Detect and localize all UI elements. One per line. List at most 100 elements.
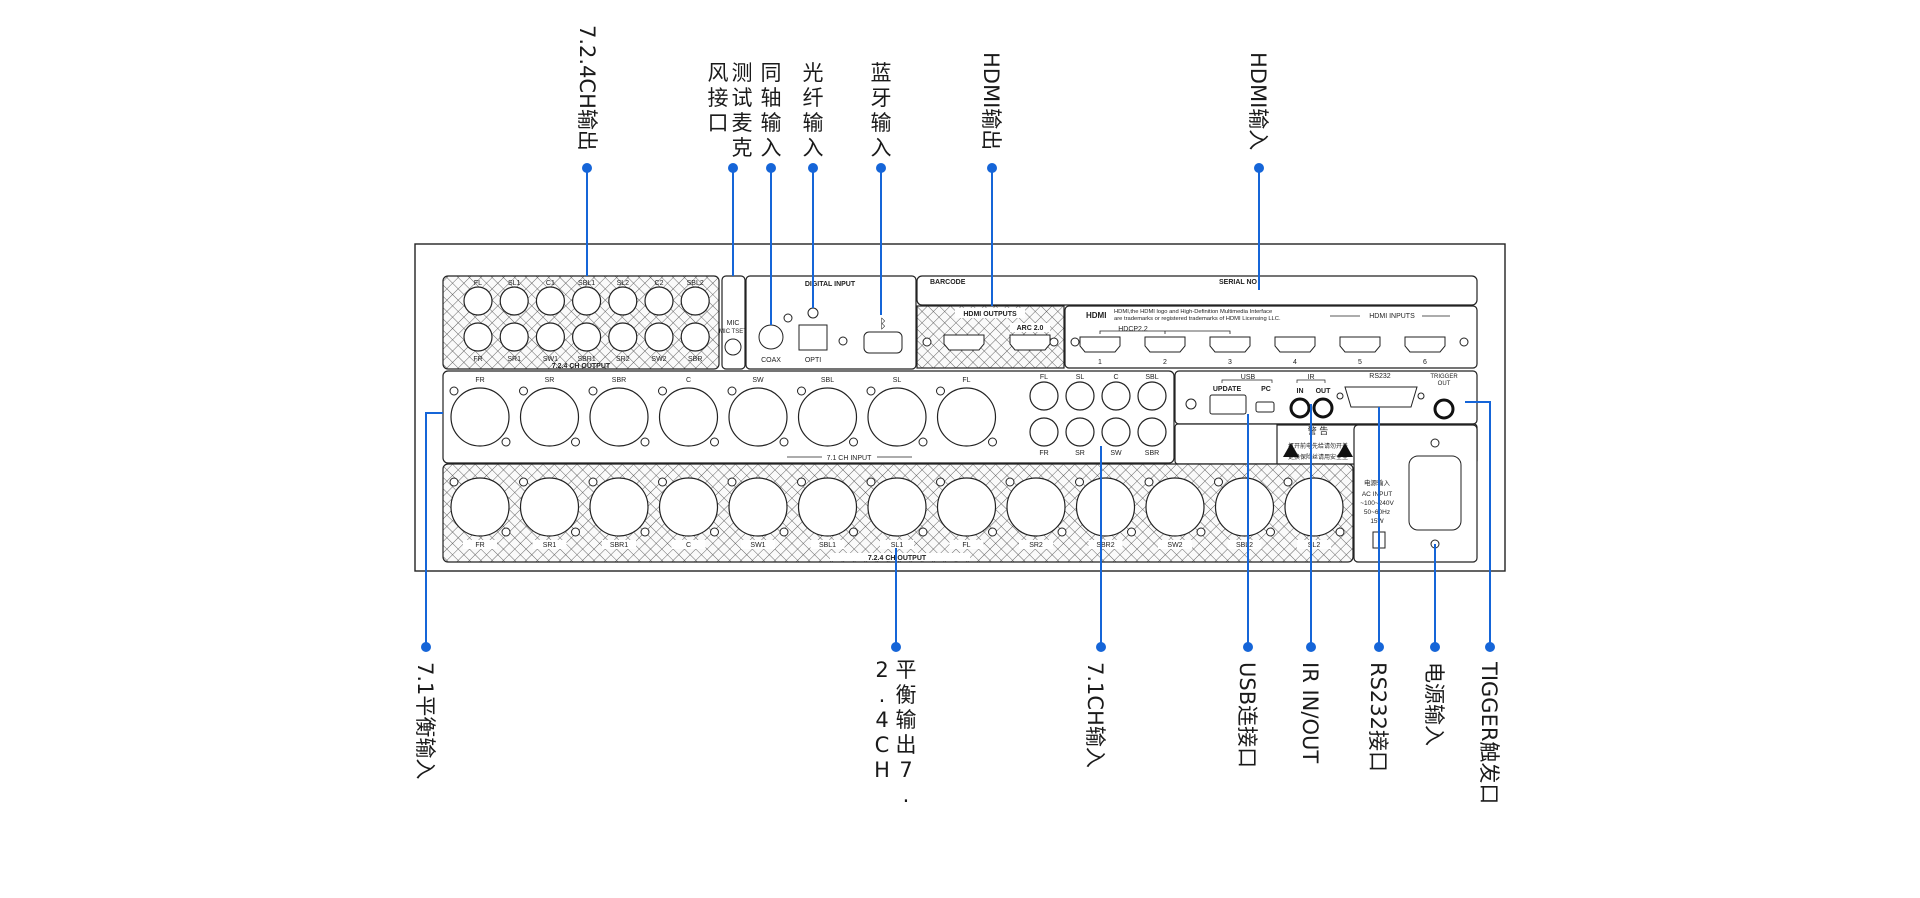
xlr-output-screw xyxy=(501,527,511,537)
hdmi-input-port[interactable] xyxy=(1339,336,1381,353)
rca71-bottom-jack[interactable] xyxy=(1029,417,1059,447)
hdmi-input-port[interactable] xyxy=(1404,336,1446,353)
rca-top-jack[interactable] xyxy=(680,286,710,316)
power-block: 电源输入 AC INPUT ~100~240V 50~60Hz 15W xyxy=(1353,424,1478,563)
rca71-bottom-jack[interactable] xyxy=(1065,417,1095,447)
rca-top-jack[interactable] xyxy=(535,286,566,316)
rca-bottom-label: SR1 xyxy=(507,356,521,363)
xlr-output-jack[interactable] xyxy=(1075,477,1136,537)
rca-top-label: SL2 xyxy=(617,280,630,287)
xlr-output-jack[interactable] xyxy=(1006,477,1066,537)
xlr-output-jack[interactable] xyxy=(936,477,997,537)
mic-label: MIC TSET xyxy=(719,329,747,335)
rca-bottom-jack[interactable] xyxy=(680,322,710,352)
rca-top-label: FL xyxy=(474,280,482,287)
rs232-screw-left xyxy=(1336,392,1344,400)
xlr-output-jack[interactable] xyxy=(589,477,649,537)
xlr-output-jack[interactable] xyxy=(728,477,788,537)
usb-pc-port[interactable] xyxy=(1255,401,1275,413)
hdmi-input-block: HDMI HDMI,the HDMI logo and High-Definit… xyxy=(1064,305,1478,369)
rca71-bottom-jack[interactable] xyxy=(1137,417,1167,447)
xlr-input-jack[interactable] xyxy=(867,387,927,447)
xlr-output-screw xyxy=(1266,527,1275,537)
usb-update-port[interactable] xyxy=(1209,394,1247,415)
xlr-output-jack[interactable] xyxy=(1284,477,1344,537)
power-socket[interactable] xyxy=(1408,455,1462,531)
optical-small-hole xyxy=(807,307,819,319)
usb-pc-label: PC xyxy=(1261,386,1271,393)
hdmi-input-port[interactable] xyxy=(1209,336,1251,353)
optical-jack[interactable] xyxy=(798,324,828,351)
xlr-output-jack[interactable] xyxy=(867,477,927,537)
rs232-port[interactable] xyxy=(1344,386,1418,408)
mic-jack[interactable] xyxy=(724,338,742,356)
xlr-output-label: SL1 xyxy=(891,542,904,549)
rca-top-jack[interactable] xyxy=(571,286,602,316)
xlr-input-jack[interactable] xyxy=(936,387,997,447)
hdmi-input-port[interactable] xyxy=(1144,336,1186,353)
rca-bottom-jack[interactable] xyxy=(644,322,674,352)
xlr-output-jack[interactable] xyxy=(797,477,858,537)
rca-top-jack[interactable] xyxy=(644,286,674,316)
digital-input-title: DIGITAL INPUT xyxy=(805,281,856,288)
xlr-input-jack[interactable] xyxy=(728,387,788,447)
xlr-output-label: SR1 xyxy=(543,542,557,549)
ir-out-jack[interactable] xyxy=(1312,397,1334,419)
rca-top-label: SBL1 xyxy=(578,280,595,287)
rca71-top-jack[interactable] xyxy=(1065,381,1095,411)
digital-screw xyxy=(838,336,848,346)
rca71-top-jack[interactable] xyxy=(1101,381,1131,411)
xlr-input-jack[interactable] xyxy=(519,387,580,447)
xlr-output-label: SL2 xyxy=(1308,542,1321,549)
xlr-output-latch xyxy=(936,477,945,487)
rca71-top-jack[interactable] xyxy=(1029,381,1059,411)
xlr-output-label: SR2 xyxy=(1029,542,1043,549)
power-label-1: 电源输入 xyxy=(1364,478,1391,487)
xlr-input-screw xyxy=(988,437,997,447)
bluetooth-antenna[interactable] xyxy=(863,331,903,354)
xlr-input-jack[interactable] xyxy=(658,387,719,447)
xlr-input-jack[interactable] xyxy=(450,387,510,447)
rca-top-jack[interactable] xyxy=(463,286,493,316)
hdmi-input-port[interactable] xyxy=(1079,336,1121,353)
xlr-output-jack[interactable] xyxy=(1214,477,1275,537)
xlr-input-latch xyxy=(449,386,459,396)
xlr-output-jack[interactable] xyxy=(519,477,580,537)
rca-top-jack[interactable] xyxy=(608,286,638,316)
rca-top-jack[interactable] xyxy=(499,286,529,316)
rca71-top-jack[interactable] xyxy=(1137,381,1167,411)
hdmi-in-screw-right xyxy=(1459,337,1469,347)
coax-small-hole xyxy=(783,313,793,323)
coax-jack[interactable] xyxy=(758,324,784,350)
trigger-jack[interactable] xyxy=(1433,398,1455,420)
xlr-input-jack[interactable] xyxy=(797,387,858,447)
ir-in-jack[interactable] xyxy=(1289,397,1311,419)
rca-bottom-jack[interactable] xyxy=(608,322,638,352)
hdmi-output-2[interactable] xyxy=(1009,334,1051,351)
xlr-output-jack[interactable] xyxy=(658,477,719,537)
rca-bottom-jack[interactable] xyxy=(535,322,566,352)
xlr-output-jack[interactable] xyxy=(450,477,510,537)
hdmi-output-block: HDMI OUTPUTS ARC 2.0 xyxy=(916,305,1065,369)
hdmi-in-screw-left xyxy=(1070,337,1080,347)
rca-bottom-jack[interactable] xyxy=(499,322,529,352)
hdmi-output-1[interactable] xyxy=(943,334,985,351)
barcode-strip xyxy=(916,275,1478,306)
callout-hdmi-output: HDMI输出 xyxy=(979,52,1003,150)
hdmi-input-port[interactable] xyxy=(1274,336,1316,353)
rca-bottom-jack[interactable] xyxy=(463,322,493,352)
xlr-output-jack[interactable] xyxy=(1145,477,1205,537)
warning-line-1: 打开前电先给请勿开盖 xyxy=(1288,442,1348,450)
xlr-output-latch xyxy=(1214,477,1223,487)
xlr-input-jack[interactable] xyxy=(589,387,649,447)
xlr-output-label: SBL2 xyxy=(1236,542,1253,549)
xlr-output-latch xyxy=(1075,477,1084,487)
rca-bottom-jack[interactable] xyxy=(571,322,602,352)
rca71-bottom-jack[interactable] xyxy=(1101,417,1131,447)
rca-top-label: SL1 xyxy=(508,280,521,287)
xlr-input-screw xyxy=(571,437,580,447)
